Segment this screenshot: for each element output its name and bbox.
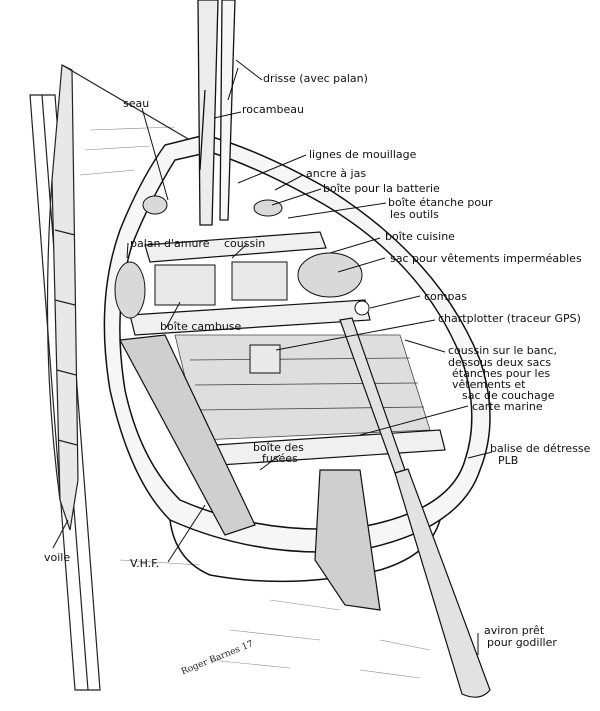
label-coussin: coussin bbox=[224, 237, 266, 250]
label-boite-batterie: boîte pour la batterie bbox=[323, 182, 440, 195]
label-vhf: V.H.F. bbox=[130, 557, 160, 570]
floorboards bbox=[174, 334, 431, 441]
label-voile: voile bbox=[44, 551, 71, 564]
leader-lines bbox=[52, 59, 493, 655]
label-seau: seau bbox=[123, 97, 150, 110]
boxes bbox=[154, 261, 288, 374]
label-coussin-banc-4: vêtements et bbox=[452, 378, 526, 391]
label-ancre-a-jas: ancre à jas bbox=[306, 167, 367, 180]
label-coussin-banc-2: dessous deux sacs bbox=[448, 356, 552, 369]
label-compas: compas bbox=[424, 290, 467, 303]
label-sac-vetements: sac pour vêtements imperméables bbox=[390, 252, 582, 265]
label-palan-d-amure: palan d'amure bbox=[130, 237, 210, 250]
label-boite-fusees-1: boîte des bbox=[253, 441, 304, 454]
label-boite-fusees-2: fusées bbox=[262, 452, 298, 465]
label-aviron-2: pour godiller bbox=[487, 636, 557, 649]
label-boite-outils-1: boîte étanche pour bbox=[388, 196, 493, 209]
label-boite-outils-2: les outils bbox=[390, 208, 439, 221]
oar bbox=[339, 317, 491, 698]
label-boite-cambuse: boîte cambuse bbox=[160, 320, 242, 333]
bags bbox=[114, 195, 370, 319]
label-aviron-1: aviron prêt bbox=[484, 624, 545, 637]
label-drisse: drisse (avec palan) bbox=[263, 72, 368, 85]
label-chartplotter: chartplotter (traceur GPS) bbox=[438, 312, 581, 325]
mast bbox=[197, 0, 236, 226]
rudder bbox=[314, 469, 381, 611]
label-coussin-banc-3: étanches pour les bbox=[452, 367, 551, 380]
label-balise-2: PLB bbox=[498, 454, 519, 467]
label-balise-1: balise de détresse bbox=[490, 442, 591, 455]
label-carte-marine: carte marine bbox=[472, 400, 543, 413]
label-boite-cuisine: boîte cuisine bbox=[385, 230, 455, 243]
label-lignes-de-mouillage: lignes de mouillage bbox=[309, 148, 417, 161]
label-coussin-banc-5: sac de couchage bbox=[462, 389, 555, 402]
label-rocambeau: rocambeau bbox=[242, 103, 304, 116]
water-hatching bbox=[79, 126, 431, 679]
thwarts bbox=[119, 231, 446, 536]
label-coussin-banc-1: coussin sur le banc, bbox=[448, 344, 558, 357]
sail bbox=[46, 64, 191, 531]
